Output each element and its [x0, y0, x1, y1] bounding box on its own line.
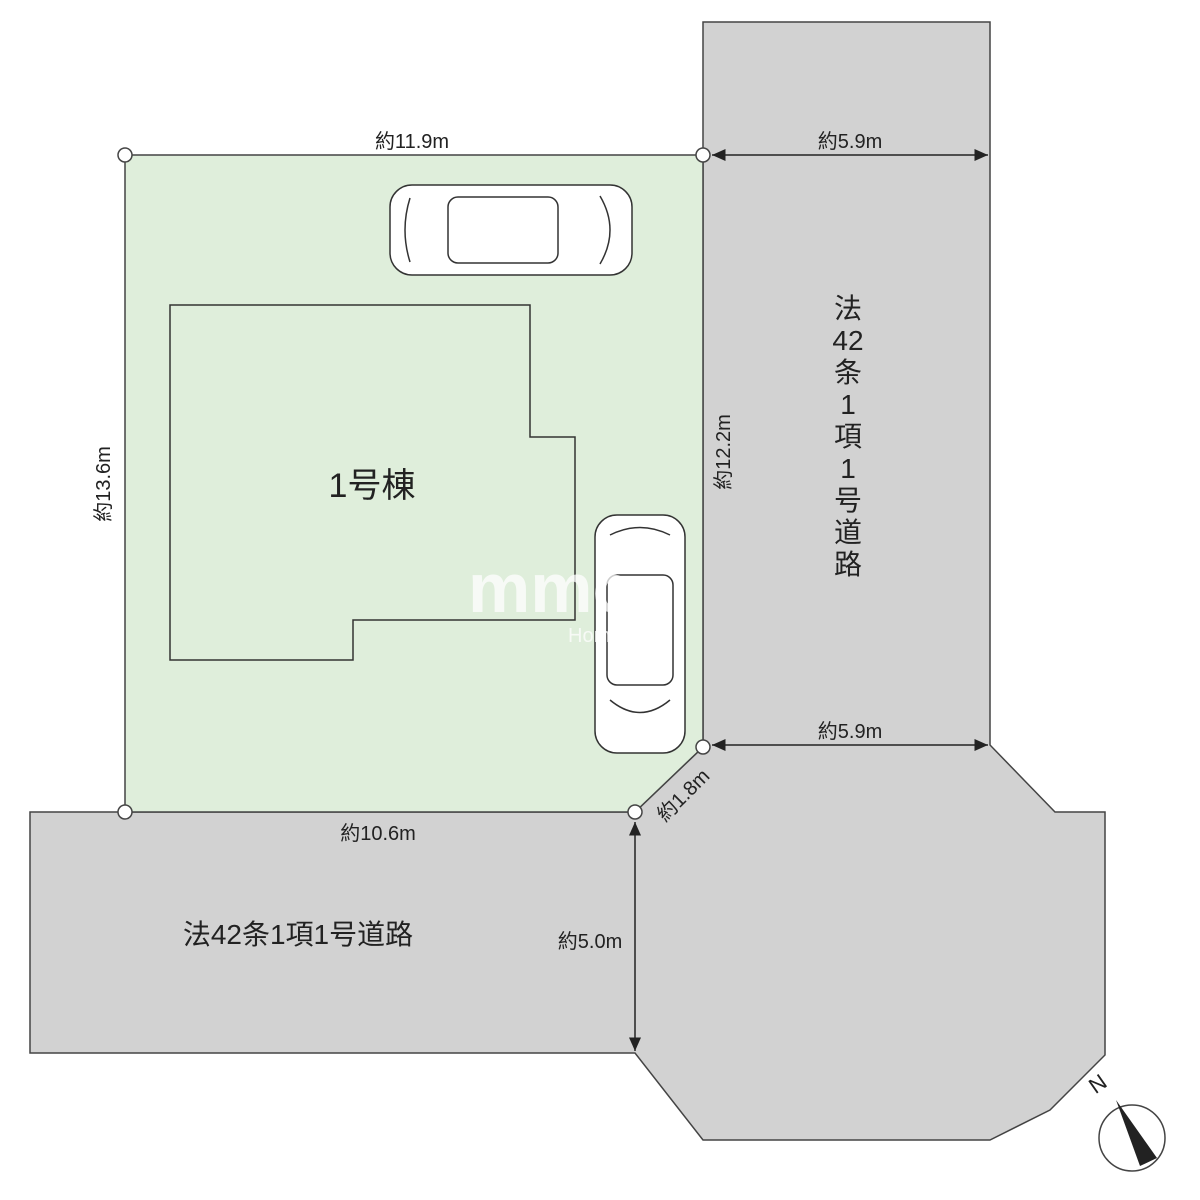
- east-road-label-char: 号: [834, 485, 862, 516]
- east-road-label-char: 道: [834, 517, 862, 548]
- north-compass-icon: N: [1084, 1069, 1166, 1172]
- dim-top: 約11.9m: [375, 130, 449, 153]
- east-road-label: 法42条1項1号道路: [832, 293, 863, 580]
- south-road-width: 約5.0m: [558, 930, 622, 953]
- car-icon: [389, 184, 633, 276]
- building-outline: [169, 304, 576, 661]
- watermark-subtitle: Home&Life: [568, 625, 667, 647]
- dimension-lines: [629, 149, 988, 1051]
- boundary-markers: [117, 147, 711, 820]
- east-road-label-char: 法: [834, 293, 862, 324]
- east-road-label-char: 路: [834, 549, 862, 580]
- dim-left: 約13.6m: [92, 446, 115, 522]
- lot-area: [124, 154, 704, 813]
- dim-right: 約12.2m: [712, 414, 735, 490]
- east-road-label-char: 1: [840, 453, 856, 484]
- east-road-label-char: 42: [832, 325, 863, 356]
- building-label: 1号棟: [329, 467, 416, 505]
- east-road-label-char: 1: [840, 389, 856, 420]
- east-road-label-char: 項: [834, 421, 862, 452]
- watermark-logo: mmc: [468, 549, 631, 627]
- east-road-label-char: 条: [834, 357, 862, 388]
- east-road-width-bottom: 約5.9m: [818, 720, 882, 743]
- dim-bottom: 約10.6m: [340, 822, 416, 845]
- car-icon: [594, 514, 686, 754]
- north-label: N: [1084, 1069, 1111, 1099]
- south-road-label: 法42条1項1号道路: [183, 919, 413, 950]
- east-road-width-top: 約5.9m: [818, 130, 882, 153]
